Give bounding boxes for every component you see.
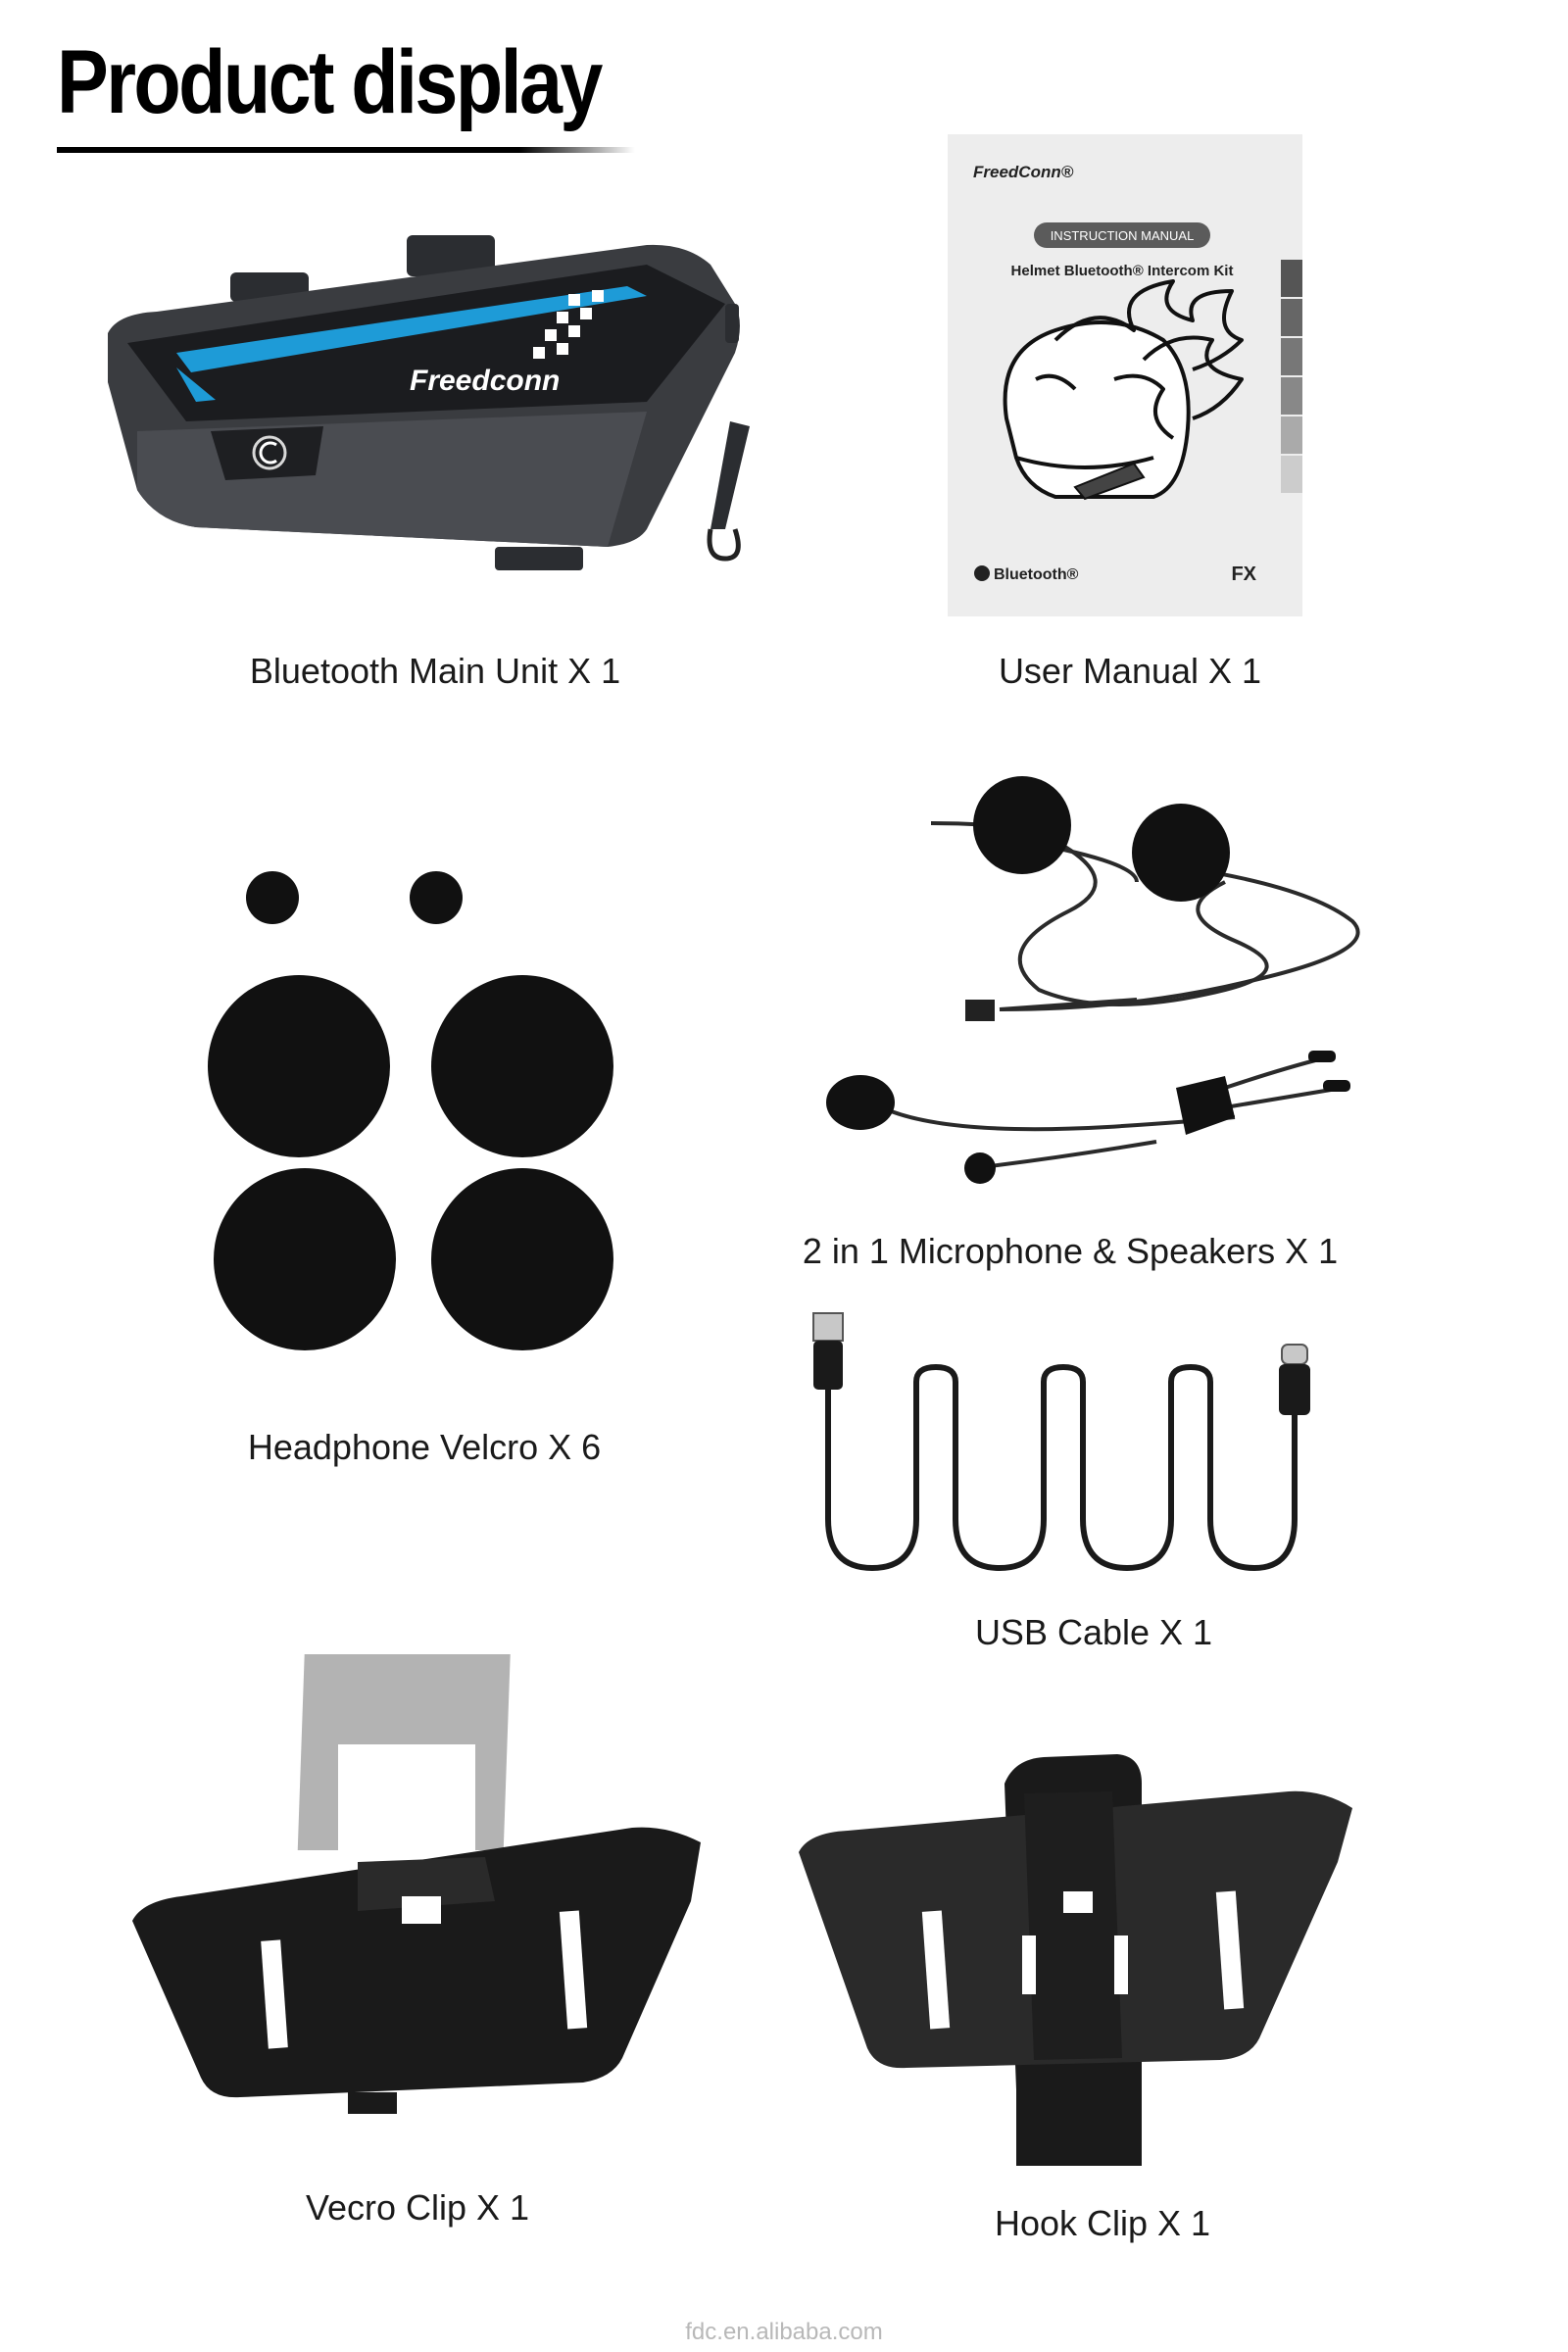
headphone-velcro-image <box>208 871 613 1350</box>
main-unit-caption: Bluetooth Main Unit X 1 <box>249 651 621 691</box>
vecro-clip-image <box>132 1654 701 2114</box>
manual-brand-text: FreedConn® <box>973 163 1074 181</box>
mic-caption: 2 in 1 Microphone & Speakers X 1 <box>802 1231 1339 1271</box>
velcro-caption: Headphone Velcro X 6 <box>247 1427 602 1467</box>
manual-bluetooth-text: Bluetooth® <box>994 566 1079 583</box>
hook-clip-image <box>799 1754 1352 2166</box>
hook-clip-caption: Hook Clip X 1 <box>994 2203 1211 2243</box>
vecro-clip-caption: Vecro Clip X 1 <box>305 2187 530 2228</box>
bluetooth-main-unit-image: Freedconn <box>108 235 750 570</box>
usb-cable-caption: USB Cable X 1 <box>974 1612 1213 1652</box>
manual-subtitle-text: Helmet Bluetooth® Intercom Kit <box>1011 263 1234 279</box>
microphone-speakers-image <box>826 776 1360 1184</box>
user-manual-artwork: FreedConn® INSTRUCTION MANUAL Helmet Blu… <box>973 163 1302 585</box>
manual-model-text: FX <box>1231 564 1256 585</box>
usb-cable-image <box>812 1312 1310 1572</box>
page-title: Product display <box>57 32 603 132</box>
main-unit-brand-text: Freedconn <box>410 365 560 397</box>
title-underline <box>57 147 635 153</box>
user-manual-caption: User Manual X 1 <box>998 651 1262 691</box>
manual-badge-text: INSTRUCTION MANUAL <box>1051 228 1195 243</box>
footer-watermark: fdc.en.alibaba.com <box>685 2319 883 2345</box>
